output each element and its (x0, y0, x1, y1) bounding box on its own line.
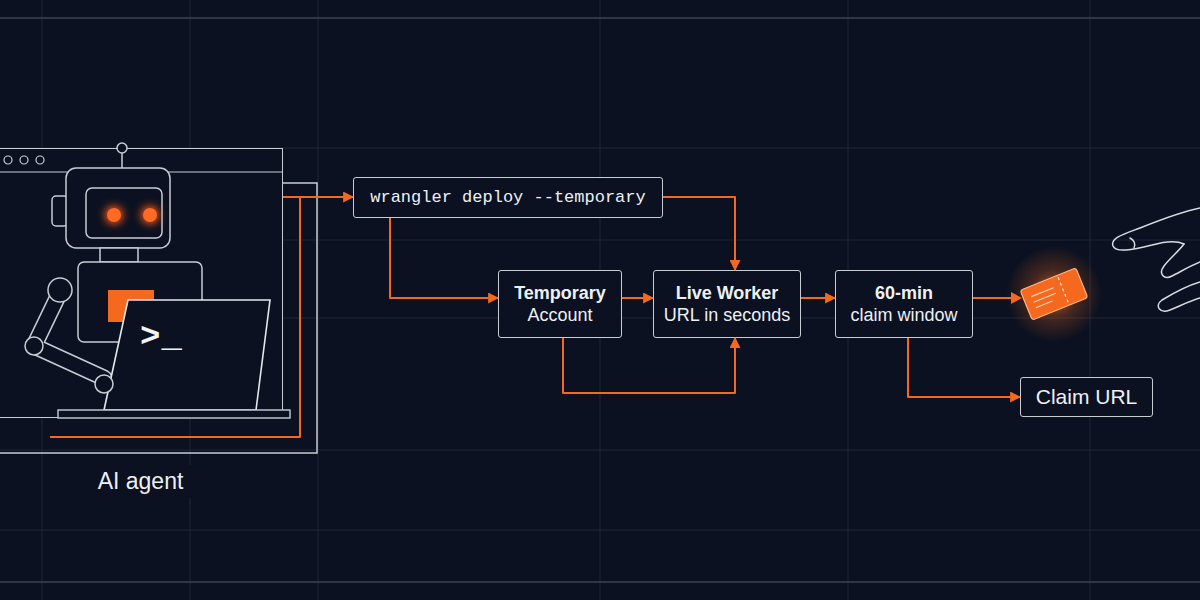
flow-connector (563, 338, 735, 393)
box-heading: 60-min (875, 282, 933, 305)
window-dot (4, 156, 12, 164)
flow-connector (283, 196, 353, 198)
robot-neck (100, 248, 138, 262)
ticket (1020, 268, 1088, 320)
grid-line (0, 450, 1200, 451)
box-text: claim window (850, 304, 957, 327)
frame-line (0, 17, 1200, 19)
process-box: TemporaryAccount (498, 270, 622, 338)
ticket-body (1020, 268, 1088, 320)
window-dot (36, 156, 44, 164)
robot-eye (143, 208, 157, 222)
hand-middle-finger (1162, 244, 1200, 277)
process-box: Live WorkerURL in seconds (653, 270, 801, 338)
flow-connector (663, 197, 735, 270)
command-box: wrangler deploy --temporary (353, 177, 663, 218)
robot-shoulder (48, 278, 72, 302)
flow-connector (908, 338, 1020, 397)
box-text: URL in seconds (664, 304, 790, 327)
robot-eye (107, 208, 121, 222)
window-title-bar (0, 171, 283, 172)
robot (25, 143, 202, 378)
flow-connector (390, 218, 498, 298)
robot-head (66, 168, 170, 248)
box-text: AI agent (86, 465, 196, 498)
robot-eye-glow (141, 206, 159, 224)
hand (1113, 208, 1200, 311)
ticket-glow (1006, 246, 1102, 342)
robot-hand (95, 375, 113, 393)
robot-chest-panel (108, 290, 154, 322)
ticket-arrow-line (973, 297, 1012, 299)
process-box: 60-minclaim window (835, 270, 973, 338)
robot-arm-outline (34, 292, 104, 378)
box-heading: Live Worker (676, 282, 779, 305)
grid-line (1090, 0, 1091, 600)
robot-arm-fill (34, 292, 104, 378)
window-dot (20, 156, 28, 164)
hand-nail (1130, 238, 1135, 248)
box-text: Claim URL (1036, 384, 1138, 410)
robot-antenna (121, 152, 123, 168)
ticket-arrow-head (1011, 292, 1022, 304)
laptop-base (58, 410, 290, 418)
agent-wire (50, 197, 320, 437)
hand-index-finger (1113, 208, 1200, 250)
robot-elbow (25, 337, 43, 355)
robot-eye-glow (105, 206, 123, 224)
agent-window: AI agent (0, 148, 283, 418)
box-text: wrangler deploy --temporary (370, 187, 645, 208)
frame-line (0, 581, 1200, 583)
robot-body (78, 262, 202, 342)
laptop-screen (104, 300, 270, 410)
flow-connector (801, 297, 835, 299)
ticket-line (1031, 288, 1053, 297)
ticket-perforation (1058, 277, 1068, 303)
flow-connector (622, 297, 653, 299)
robot-face (86, 188, 162, 238)
robot-ear (52, 196, 68, 226)
output-box: Claim URL (1020, 377, 1153, 417)
box-heading: Temporary (514, 282, 606, 305)
ticket-line (1036, 301, 1053, 308)
hand-thumb (1158, 282, 1200, 311)
box-text: Account (527, 304, 592, 327)
ticket-line (1034, 293, 1056, 302)
robot-antenna-tip (117, 143, 127, 153)
grid-line (0, 530, 1200, 531)
